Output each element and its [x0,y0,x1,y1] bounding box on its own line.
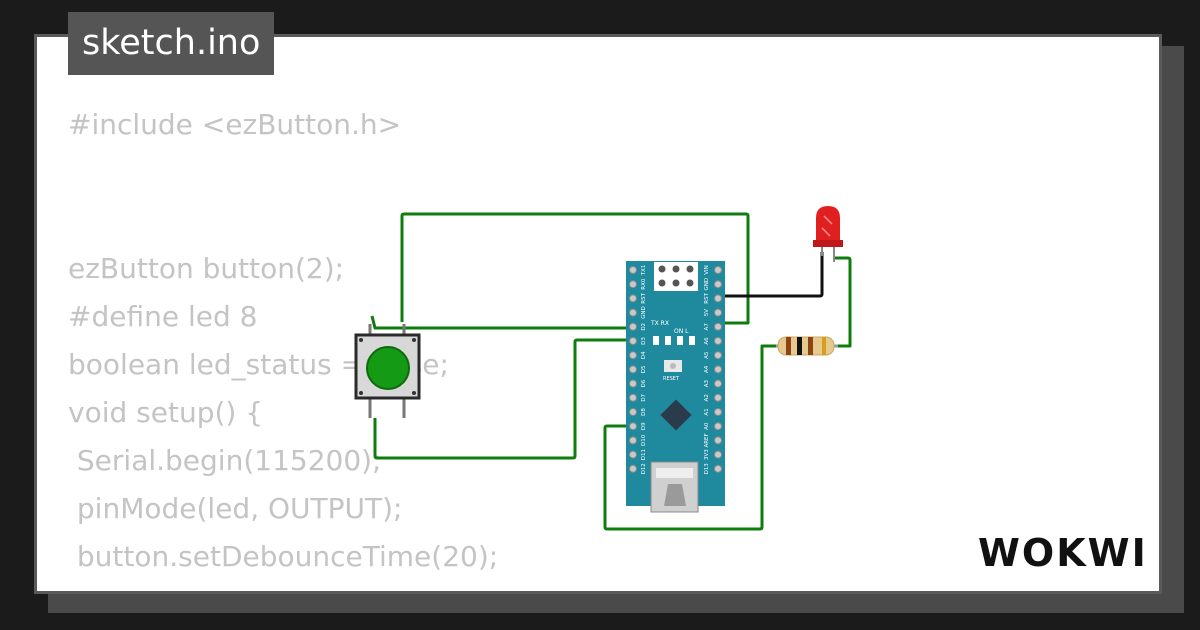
led-l [689,336,695,345]
header-pin[interactable] [629,365,637,374]
header-pin[interactable] [714,365,722,374]
header-pin[interactable] [714,337,722,345]
pin-label: D11 [641,449,647,460]
header-pin[interactable] [629,422,637,431]
pin-label: D7 [641,393,647,401]
code-line: Serial.begin(115200); [68,444,382,477]
button-cap[interactable] [366,346,410,390]
resistor[interactable] [776,336,838,356]
header-pin[interactable] [714,393,722,402]
wires [370,212,852,531]
header-pin[interactable] [629,280,637,289]
led-rx [665,336,671,345]
header-pin[interactable] [629,337,637,345]
header-pin[interactable] [714,408,722,416]
pin-label: D10 [641,434,647,446]
pin-label: 3V3 [704,449,710,460]
pin-label: RX0 [641,278,647,290]
header-pin[interactable] [629,393,637,402]
header-pin[interactable] [714,379,722,388]
pin-label: GND [704,278,710,291]
pin-label: D6 [641,379,647,387]
header-pin[interactable] [714,266,722,274]
wokwi-logo: WOKWI [978,531,1148,575]
header-pin[interactable] [629,308,637,317]
wire-resistor-led[interactable] [834,256,852,348]
wire-gnd-led[interactable] [718,252,824,298]
pin-label: TX1 [641,265,647,277]
reset-label: RESET [663,376,680,382]
code-line: #include <ezButton.h> [68,108,402,141]
pin-label: 5V [704,309,710,316]
wokwi-logo-text: WOKWI [978,531,1148,575]
preview-card [34,34,1162,594]
header-pin[interactable] [629,408,637,416]
pin-label: D2 [641,323,647,331]
code-line: void setup() { [68,396,264,429]
wire-5v-button[interactable] [400,212,750,325]
header-pin[interactable] [629,379,637,388]
pin-label: GND [641,306,647,319]
header-pin[interactable] [629,464,637,473]
header-pin[interactable] [714,436,722,445]
header-pin[interactable] [629,450,637,459]
code-line: button.setDebounceTime(20); [68,540,499,573]
header-pin[interactable] [714,280,722,289]
pin-label: A5 [704,351,710,359]
header-pin[interactable] [714,450,722,459]
pin-label: RST [641,292,647,303]
led-lens [816,206,840,246]
header-pin[interactable] [714,422,722,431]
microcontroller-chip [660,399,692,431]
pin-label: A2 [704,394,710,401]
wire-d2-button[interactable] [373,338,633,460]
pin-label: RST [704,292,710,303]
header-pin[interactable] [629,436,637,445]
pin-label: D5 [641,365,647,373]
code-line: pinMode(led, OUTPUT); [68,492,403,525]
pin-label: A7 [704,323,710,331]
pin-label: A6 [704,337,710,345]
header-pin[interactable] [714,351,722,360]
pin-label: D3 [641,337,647,345]
leds-label-txrx: TX RX [650,320,669,327]
pin-label: D4 [641,351,647,359]
pin-label: D13 [704,463,710,475]
pin-label: A3 [704,379,710,387]
pin-label: AREF [704,433,710,447]
header-pin[interactable] [629,294,637,303]
pin-label: A4 [704,365,710,373]
pin-label: D8 [641,408,647,416]
file-tab[interactable]: sketch.ino [68,12,275,75]
header-pin[interactable] [629,322,637,331]
header-pin[interactable] [629,351,637,360]
header-pin[interactable] [714,308,722,317]
leds-label-onl: ON L [674,328,689,335]
wire-gnd-button[interactable] [370,315,634,330]
pin-label: D9 [641,422,647,430]
code-line: #define led 8 [68,300,258,333]
pin-label: D12 [641,463,647,474]
led-on [677,336,683,345]
header-pin[interactable] [629,266,637,274]
pin-label: A0 [704,422,710,430]
led-tx [653,336,659,345]
header-pin[interactable] [714,464,722,473]
pin-label: A1 [704,408,710,415]
pin-label: VIN [704,265,710,275]
header-pin[interactable] [714,294,722,303]
red-led[interactable] [813,206,843,262]
header-pin[interactable] [714,322,722,331]
wire-d8-resistor[interactable] [603,344,778,531]
code-line: ezButton button(2); [68,252,345,285]
code-editor: #include <ezButton.h> ezButton button(2)… [68,101,498,581]
file-tab-label: sketch.ino [82,23,261,63]
pushbutton[interactable] [354,324,421,418]
